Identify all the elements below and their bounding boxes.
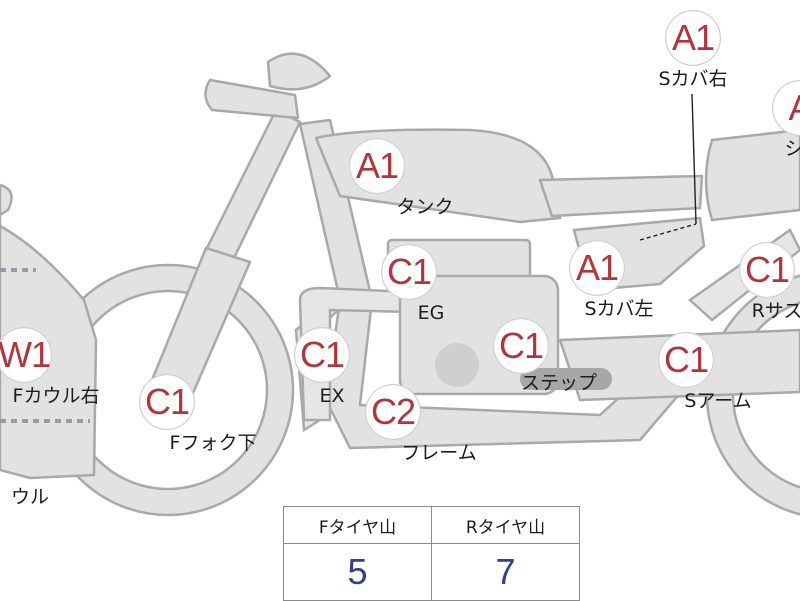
tire-table-value-row: 5 7 [283,543,580,601]
swing-arm-code-badge: C1 [658,332,714,388]
frame-label: フレーム [401,442,477,464]
frame-code-badge: C2 [365,384,421,440]
cowl-label: ウル [10,486,50,508]
side-cover-right-code-badge: A1 [665,10,721,66]
engine-label: EG [417,302,445,324]
front-tire-header: Fタイヤ山 [283,506,432,544]
side-cover-right-label: Sカバ右 [658,68,728,90]
handlebar-shape [204,78,300,120]
front-fork-lower-label: Fフォク下 [169,432,257,454]
side-cover-left-code-badge: A1 [569,240,625,296]
exhaust-label: EX [319,385,345,407]
front-cowl-right-label: Fカウル右 [12,385,100,407]
seat-label: シ [784,138,800,160]
exhaust-code-badge: C1 [294,327,350,383]
rear-tire-value: 7 [431,543,580,601]
step-label: ステップ [520,372,598,394]
front-cowl-shape [0,183,98,480]
front-fork-shape [204,108,302,264]
tank-label: タンク [396,196,454,218]
front-tire-value: 5 [283,543,432,601]
front-cowl-right-code-badge: W1 [0,327,52,383]
step-code-badge: C1 [493,318,549,374]
headlight-shape [266,52,332,91]
tire-table-header-row: Fタイヤ山 Rタイヤ山 [283,506,580,544]
rear-suspension-label: Rサス [751,300,800,322]
step-shape [520,368,612,390]
rear-tire-header: Rタイヤ山 [431,506,580,544]
rear-suspension-code-badge: C1 [739,242,795,298]
rear-cowl-shape [704,128,800,222]
engine-code-badge: C1 [381,244,437,300]
tank-code-badge: A1 [349,138,405,194]
tire-tread-table: Fタイヤ山 Rタイヤ山 5 7 [283,506,580,601]
side-cover-left-label: Sカバ左 [584,298,654,320]
front-fork-lower-code-badge: C1 [139,374,195,430]
swing-arm-label: Sアーム [684,390,752,412]
seat-shape [538,174,704,218]
